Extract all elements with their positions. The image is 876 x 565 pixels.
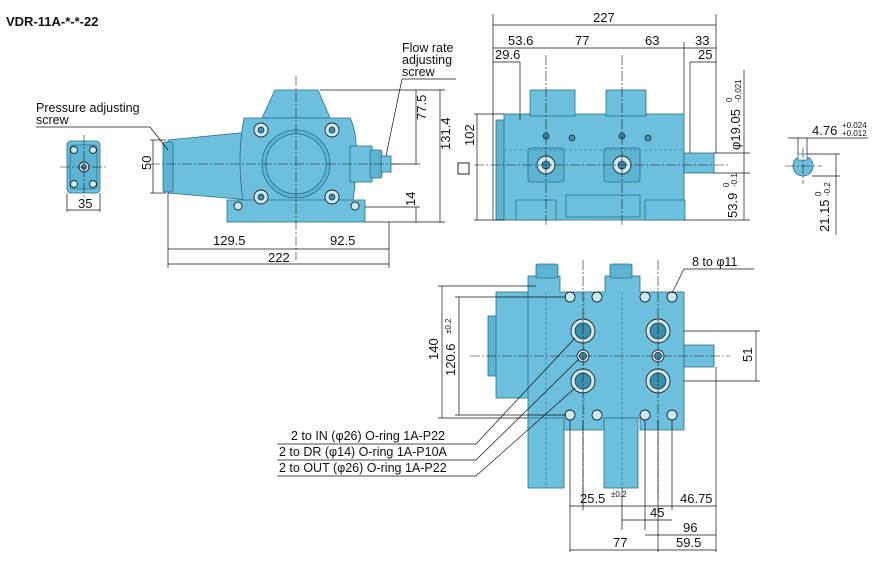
dim-29-6: 29.6 [495,47,520,62]
dim-33: 33 [695,33,709,48]
dim-96: 96 [683,520,697,535]
port-dr-label: 2 to DR (φ14) O-ring 1A-P10A [279,445,448,459]
side-view-dimensions: 227 53.6 77 63 33 29.6 25 102 φ19.05 0 -… [457,10,750,221]
dim-140: 140 [426,338,441,360]
dim-59-5: 59.5 [676,535,701,550]
port-out-label: 2 to OUT (φ26) O-ring 1A-P22 [279,461,447,475]
holes-label: 8 to φ11 [692,255,737,269]
end-view-small [60,135,108,198]
dim-phi-19-05: φ19.05 [728,109,743,150]
dim-222: 222 [268,250,290,265]
dim-53-9: 53.9 [725,193,740,218]
dim-25-5: 25.5 [580,491,605,506]
dim-50: 50 [139,156,154,170]
dim-phi-19-05-tol-lo: -0.021 [734,79,743,102]
dim-51: 51 [740,348,755,362]
flow-rate-line-3: screw [402,65,436,79]
side-view [474,55,730,225]
front-view-dimensions: 50 129.5 92.5 222 77.5 131.4 14 [139,89,453,268]
dim-14: 14 [403,192,418,206]
dim-63: 63 [645,33,659,48]
dim-92-5: 92.5 [330,233,355,248]
bottom-view [470,260,730,500]
dim-key-21-15-tol-lo: -0.2 [823,182,832,196]
dim-120-6: 120.6 [443,343,458,376]
dim-sq-102: 102 [462,124,477,146]
dim-53-9-tol-lo: -0.1 [730,173,739,187]
dim-77-bottom: 77 [613,535,627,550]
dim-key-4-76-tol-hi: +0.024 [842,121,867,130]
callout-pressure: Pressure adjusting screw [36,101,169,151]
dim-227: 227 [593,10,615,25]
dim-77-5: 77.5 [414,95,429,120]
dim-25-5-tol: ±0.2 [611,490,627,499]
dim-45: 45 [650,505,664,520]
callout-holes: 8 to φ11 [671,255,754,294]
callout-ports: 2 to IN (φ26) O-ring 1A-P22 2 to DR (φ14… [277,337,580,477]
dim-35: 35 [78,196,92,211]
dim-key-21-15-tol-hi: 0 [814,191,823,196]
dim-77-side: 77 [575,33,589,48]
dim-key-4-76: 4.76 [812,123,837,138]
dim-131-4: 131.4 [438,117,453,150]
dim-129-5: 129.5 [213,233,246,248]
dim-25: 25 [698,47,712,62]
flow-rate-line-1: Flow rate [402,41,453,55]
shaft-section: 4.76 +0.024 +0.012 21.15 0 -0.2 [785,121,868,235]
dim-phi-19-05-tol-hi: 0 [725,97,734,102]
model-title: VDR-11A-*-*-22 [6,14,98,29]
pressure-line-2: screw [36,113,70,127]
dim-120-6-tol: ±0.2 [444,318,453,334]
dim-53-6: 53.6 [508,33,533,48]
dim-53-9-tol-hi: 0 [722,182,731,187]
port-in-label: 2 to IN (φ26) O-ring 1A-P22 [291,429,445,443]
front-view [150,76,400,260]
dim-key-21-15: 21.15 [817,199,832,232]
pressure-line-1: Pressure adjusting [36,101,140,115]
bottom-view-dimensions: 140 120.6 ±0.2 51 25.5 ±0.2 46.75 45 96 … [426,285,760,552]
flow-rate-line-2: adjusting [402,53,452,67]
dim-46-75: 46.75 [680,491,713,506]
dim-key-4-76-tol-lo: +0.012 [842,129,867,138]
callout-flow-rate: Flow rate adjusting screw [385,41,456,157]
end-view-dimensions: 35 [66,193,101,212]
